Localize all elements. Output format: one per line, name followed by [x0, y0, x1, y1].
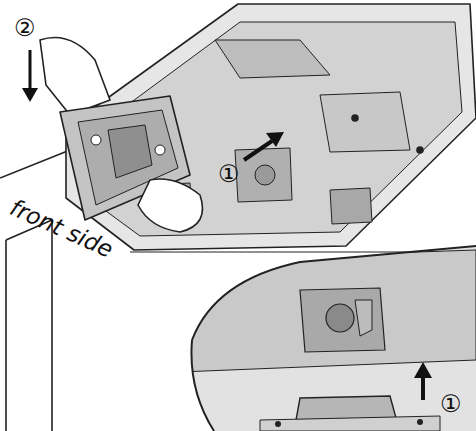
- part-label: front side: [7, 196, 117, 262]
- callout-number: ①: [440, 392, 462, 416]
- callout-number: ①: [218, 162, 240, 186]
- hands-and-stand: [40, 38, 203, 233]
- motion-arrows: [22, 50, 284, 160]
- tv-back: [66, 4, 476, 250]
- callout-number: ②: [14, 16, 36, 40]
- inset-closeup: [180, 240, 476, 431]
